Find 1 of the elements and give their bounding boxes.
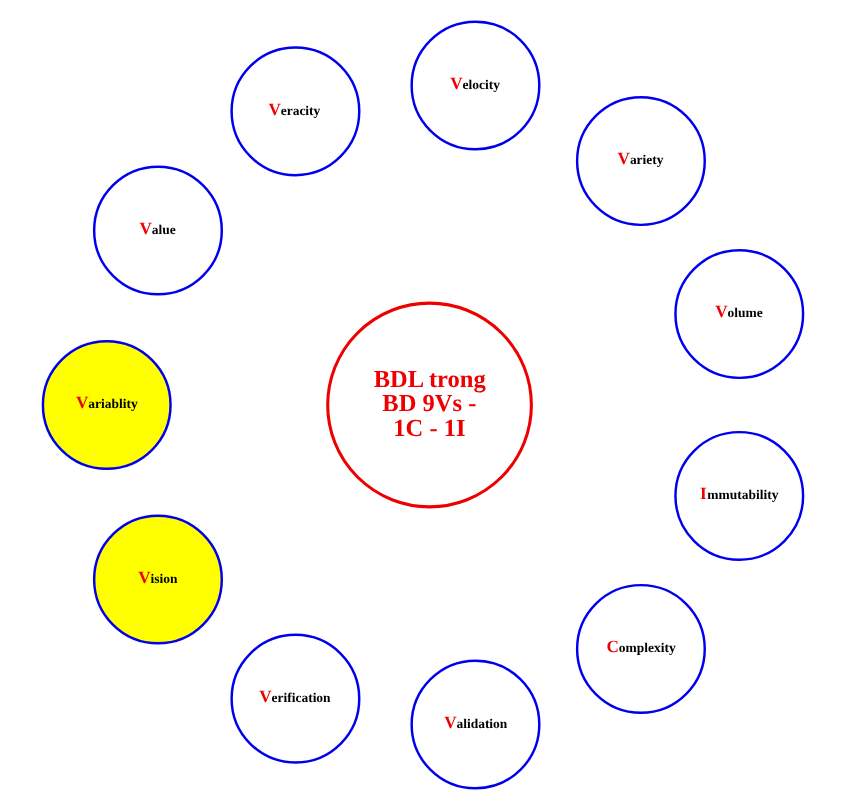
node-circle: BDL trong BD 9Vs - 1C - 1I bbox=[325, 301, 532, 509]
